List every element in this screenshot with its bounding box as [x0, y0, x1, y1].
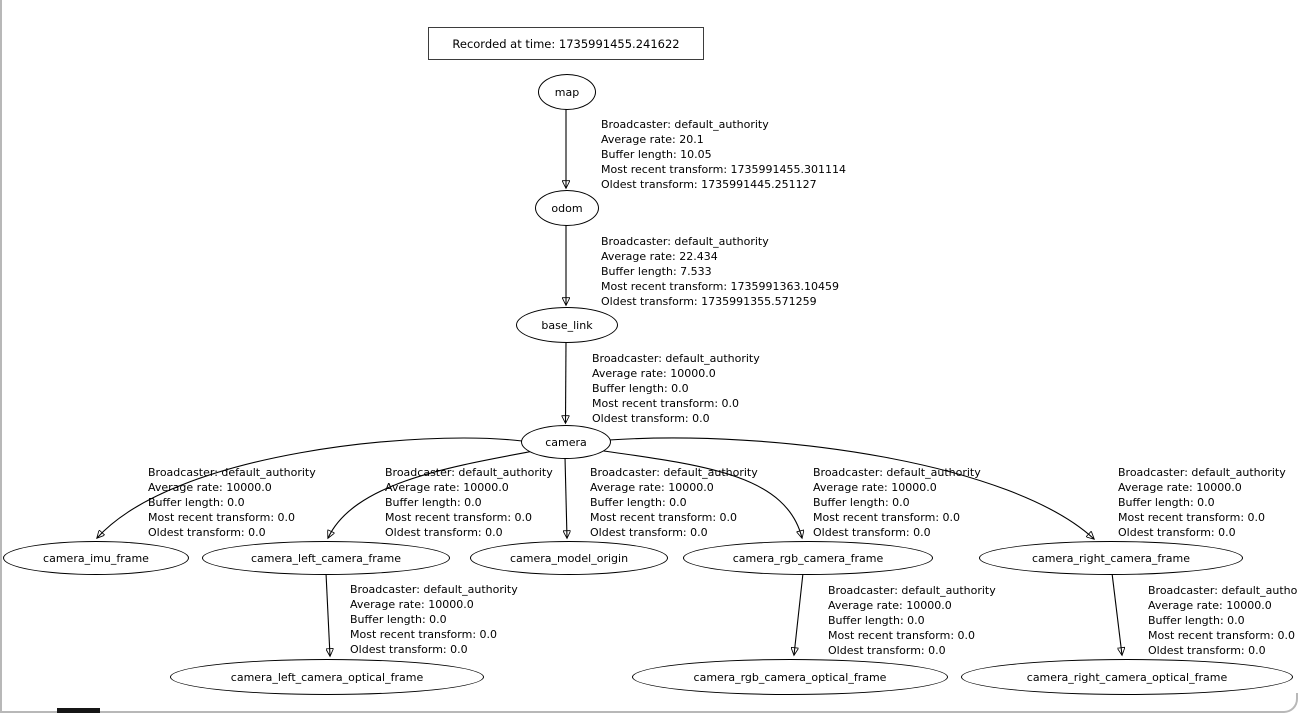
edge-label-line: Broadcaster: default_authority: [1148, 584, 1298, 597]
edge-label-line: Oldest transform: 1735991445.251127: [601, 178, 817, 191]
node-camera-right-camera-optical-frame: camera_right_camera_optical_frame: [961, 659, 1293, 695]
edge-label-camera-right-camera-frame: Broadcaster: default_authority Average r…: [1118, 465, 1286, 540]
edge-label-line: Average rate: 20.1: [601, 133, 704, 146]
edge-label-base-link-camera: Broadcaster: default_authority Average r…: [592, 351, 760, 426]
edge-camera_right_camera_frame-optical: [1111, 572, 1122, 655]
edge-label-camera-rgb-camera-frame: Broadcaster: default_authority Average r…: [813, 465, 981, 540]
recorded-time-text: Recorded at time: 1735991455.241622: [452, 36, 680, 51]
recorded-time-box: Recorded at time: 1735991455.241622: [428, 27, 704, 60]
edge-label-line: Most recent transform: 0.0: [148, 511, 296, 524]
edge-label-line: Oldest transform: 0.0: [1148, 644, 1266, 657]
edge-label-line: Average rate: 10000.0: [385, 481, 509, 494]
node-camera-rgb-camera-optical-frame: camera_rgb_camera_optical_frame: [632, 659, 948, 695]
edge-label-line: Average rate: 10000.0: [592, 367, 716, 380]
edge-label-right-frame-optical: Broadcaster: default_authority Average r…: [1148, 583, 1298, 658]
edge-label-line: Buffer length: 0.0: [828, 614, 925, 627]
edge-label-line: Oldest transform: 0.0: [350, 643, 468, 656]
node-camera-left-camera-optical-frame: camera_left_camera_optical_frame: [170, 659, 484, 695]
edge-label-line: Buffer length: 0.0: [590, 496, 687, 509]
edge-label-line: Broadcaster: default_authority: [350, 583, 518, 596]
edge-camera-camera_left_camera_frame: [328, 450, 535, 538]
edge-label-line: Broadcaster: default_authority: [385, 466, 553, 479]
edge-camera_left_camera_frame-optical: [325, 572, 330, 656]
edge-label-line: Average rate: 10000.0: [350, 598, 474, 611]
bottom-edge-artifact: [57, 708, 100, 713]
edge-label-line: Oldest transform: 0.0: [592, 412, 710, 425]
edge-label-line: Average rate: 22.434: [601, 250, 718, 263]
edge-label-line: Buffer length: 0.0: [350, 613, 447, 626]
edge-label-line: Most recent transform: 0.0: [590, 511, 738, 524]
edge-label-line: Oldest transform: 0.0: [828, 644, 946, 657]
edge-label-line: Broadcaster: default_authority: [601, 118, 769, 131]
edge-label-line: Oldest transform: 1735991355.571259: [601, 295, 817, 308]
edge-camera-camera_model_origin: [565, 456, 567, 538]
edge-label-line: Broadcaster: default_authority: [828, 584, 996, 597]
edge-label-line: Broadcaster: default_authority: [601, 235, 769, 248]
edge-label-line: Oldest transform: 0.0: [385, 526, 503, 539]
edge-label-line: Most recent transform: 1735991455.301114: [601, 163, 847, 176]
edge-label-line: Average rate: 10000.0: [813, 481, 937, 494]
edge-label-line: Buffer length: 0.0: [592, 382, 689, 395]
edge-label-line: Buffer length: 0.0: [813, 496, 910, 509]
edge-label-line: Average rate: 10000.0: [1148, 599, 1272, 612]
edge-label-rgb-frame-optical: Broadcaster: default_authority Average r…: [828, 583, 996, 658]
edge-label-line: Oldest transform: 0.0: [813, 526, 931, 539]
edge-label-odom-base-link: Broadcaster: default_authority Average r…: [601, 234, 839, 309]
edge-label-line: Average rate: 10000.0: [828, 599, 952, 612]
edge-label-line: Broadcaster: default_authority: [590, 466, 758, 479]
edge-camera-camera_rgb_camera_frame: [596, 449, 802, 538]
node-base-link: base_link: [516, 307, 618, 343]
node-camera-model-origin: camera_model_origin: [470, 541, 668, 575]
edge-label-line: Oldest transform: 0.0: [1118, 526, 1236, 539]
edge-label-line: Buffer length: 0.0: [148, 496, 245, 509]
node-camera-imu-frame: camera_imu_frame: [3, 541, 189, 575]
edge-label-camera-imu-frame: Broadcaster: default_authority Average r…: [148, 465, 316, 540]
window-left-border: [0, 0, 2, 713]
edge-camera-camera_right_camera_frame: [608, 437, 1094, 539]
edge-label-line: Buffer length: 0.0: [385, 496, 482, 509]
edge-label-line: Most recent transform: 0.0: [592, 397, 740, 410]
node-odom: odom: [535, 190, 599, 226]
edge-label-camera-left-camera-frame: Broadcaster: default_authority Average r…: [385, 465, 553, 540]
window-corner: [1278, 693, 1298, 713]
edge-label-line: Oldest transform: 0.0: [148, 526, 266, 539]
node-map: map: [538, 74, 596, 110]
edge-label-map-odom: Broadcaster: default_authority Average r…: [601, 117, 846, 192]
node-camera-rgb-camera-frame: camera_rgb_camera_frame: [683, 541, 933, 575]
edge-label-line: Broadcaster: default_authority: [1118, 466, 1286, 479]
edge-label-line: Most recent transform: 0.0: [350, 628, 498, 641]
node-camera-right-camera-frame: camera_right_camera_frame: [979, 541, 1243, 575]
edge-label-line: Most recent transform: 0.0: [1148, 629, 1296, 642]
edge-label-line: Most recent transform: 0.0: [1118, 511, 1266, 524]
edge-label-line: Most recent transform: 0.0: [385, 511, 533, 524]
edge-label-line: Average rate: 10000.0: [1118, 481, 1242, 494]
edge-label-line: Buffer length: 0.0: [1148, 614, 1245, 627]
edge-label-line: Average rate: 10000.0: [590, 481, 714, 494]
edge-label-line: Broadcaster: default_authority: [148, 466, 316, 479]
edge-label-line: Broadcaster: default_authority: [592, 352, 760, 365]
edge-camera-camera_imu_frame: [97, 437, 523, 538]
edge-label-line: Most recent transform: 0.0: [813, 511, 961, 524]
edge-label-line: Buffer length: 7.533: [601, 265, 712, 278]
edge-label-line: Most recent transform: 1735991363.10459: [601, 280, 840, 293]
edge-label-left-frame-optical: Broadcaster: default_authority Average r…: [350, 582, 518, 657]
edge-label-line: Most recent transform: 0.0: [828, 629, 976, 642]
edge-label-line: Average rate: 10000.0: [148, 481, 272, 494]
edge-label-line: Broadcaster: default_authority: [813, 466, 981, 479]
edge-label-line: Oldest transform: 0.0: [590, 526, 708, 539]
edge-label-camera-model-origin: Broadcaster: default_authority Average r…: [590, 465, 758, 540]
edge-base_link-camera: [566, 340, 567, 423]
edge-label-line: Buffer length: 10.05: [601, 148, 712, 161]
node-camera: camera: [521, 425, 611, 459]
edge-label-line: Buffer length: 0.0: [1118, 496, 1215, 509]
edge-camera_rgb_camera_frame-optical: [794, 572, 804, 655]
window-bottom-border: [2, 711, 1282, 713]
node-camera-left-camera-frame: camera_left_camera_frame: [202, 541, 450, 575]
